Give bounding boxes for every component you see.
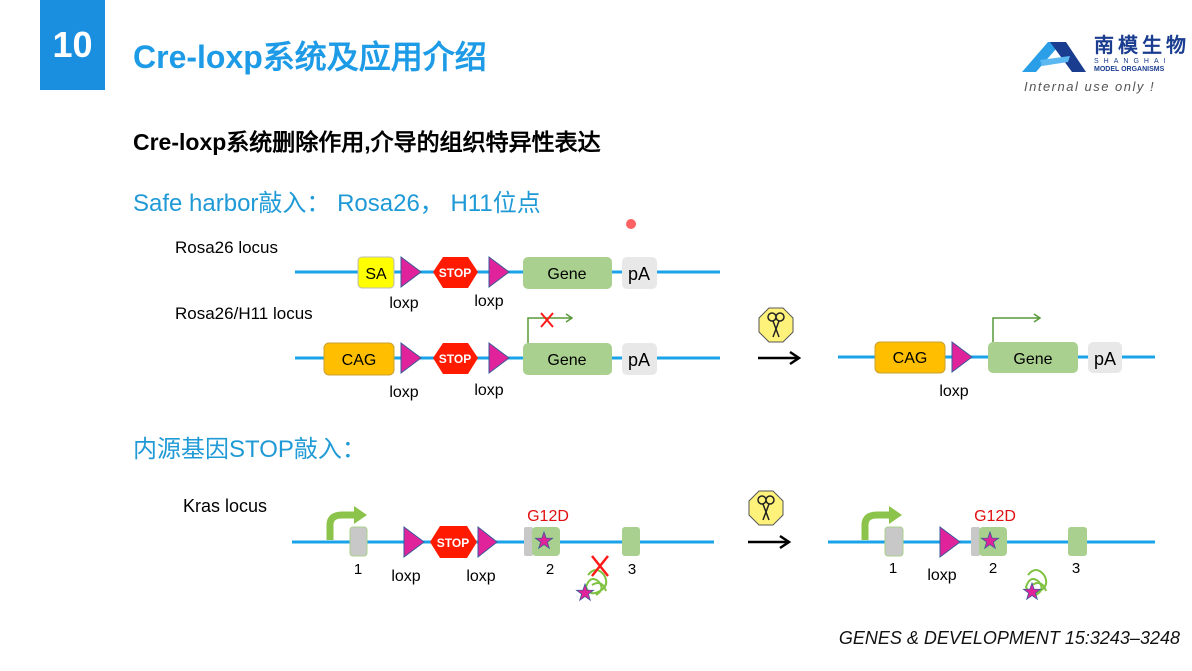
promoter-arrow-icon: [326, 511, 355, 540]
slide-subtitle: Cre-loxp系统删除作用,介导的组织特异性表达: [133, 129, 601, 155]
cag-label: CAG: [342, 352, 377, 369]
gene-box: [523, 257, 612, 289]
exon-label: 3: [628, 561, 636, 578]
cre-scissors-icon: [748, 490, 784, 526]
loxp-label: loxp: [474, 293, 503, 310]
cag-label: CAG: [893, 350, 928, 367]
loxp-triangle: [400, 256, 422, 288]
pa-label: pA: [628, 264, 650, 284]
loxp-label: loxp: [927, 567, 956, 584]
loxp-label: loxp: [474, 382, 503, 399]
cag-box: [323, 342, 395, 376]
sa-box: [357, 256, 395, 289]
blocked-x-icon: [591, 555, 609, 577]
citation: GENES & DEVELOPMENT 15:3243–3248: [838, 628, 1180, 648]
rosa26-locus-label: Rosa26 locus: [175, 238, 278, 257]
gene-label: Gene: [547, 266, 586, 283]
gene-label: Gene: [547, 352, 586, 369]
mutation-label: G12D: [974, 508, 1016, 525]
rosa-h11-locus-label: Rosa26/H11 locus: [175, 304, 313, 323]
promoter-arrow-icon: [527, 313, 574, 343]
blocked-x-icon: [540, 312, 554, 328]
arrow-right-icon: [758, 350, 802, 366]
section-safe-harbor: Safe harbor敲入： Rosa26， H11位点: [133, 190, 541, 217]
protein-icon: [584, 569, 608, 596]
loxp-label: loxp: [466, 568, 495, 585]
section-endogenous-stop: 内源基因STOP敲入：: [133, 436, 366, 463]
cre-scissors-icon: [758, 307, 794, 343]
exon-label: 3: [1072, 560, 1080, 577]
mutation-star-icon: [576, 583, 594, 601]
logo-brand-en2: MODEL ORGANISMS: [1094, 66, 1165, 73]
exon-box: [349, 526, 368, 557]
slide-title: Cre-loxp系统及应用介绍: [133, 39, 487, 75]
exon-box: [622, 527, 640, 556]
stop-label: STOP: [439, 352, 471, 366]
internal-use-note: Internal use only !: [1024, 79, 1156, 94]
arrow-right-icon: [748, 534, 792, 550]
loxp-label: loxp: [939, 383, 968, 400]
sa-label: SA: [365, 266, 387, 283]
slide-number: 10: [40, 0, 105, 90]
kras-locus-label: Kras locus: [183, 496, 267, 516]
logo-brand-en1: SHANGHAI: [1094, 58, 1171, 65]
stop-octagon: [433, 257, 478, 288]
stop-label: STOP: [437, 536, 469, 550]
exon-label: 2: [989, 560, 997, 577]
mutation-label: G12D: [527, 508, 569, 525]
exon-label: 2: [546, 561, 554, 578]
loxp-label: loxp: [389, 295, 418, 312]
loxp-label: loxp: [391, 568, 420, 585]
stop-label: STOP: [439, 266, 471, 280]
exon-label: 1: [354, 561, 362, 578]
loxp-label: loxp: [389, 384, 418, 401]
pa-label: pA: [1094, 349, 1116, 369]
promoter-arrow-icon: [992, 313, 1042, 342]
loxp-triangle: [488, 256, 510, 288]
pa-box: [622, 257, 657, 289]
exon-label: 1: [889, 560, 897, 577]
gene-label: Gene: [1013, 351, 1052, 368]
pa-label: pA: [628, 350, 650, 370]
logo-brand-cn: 南模生物: [1094, 35, 1190, 57]
